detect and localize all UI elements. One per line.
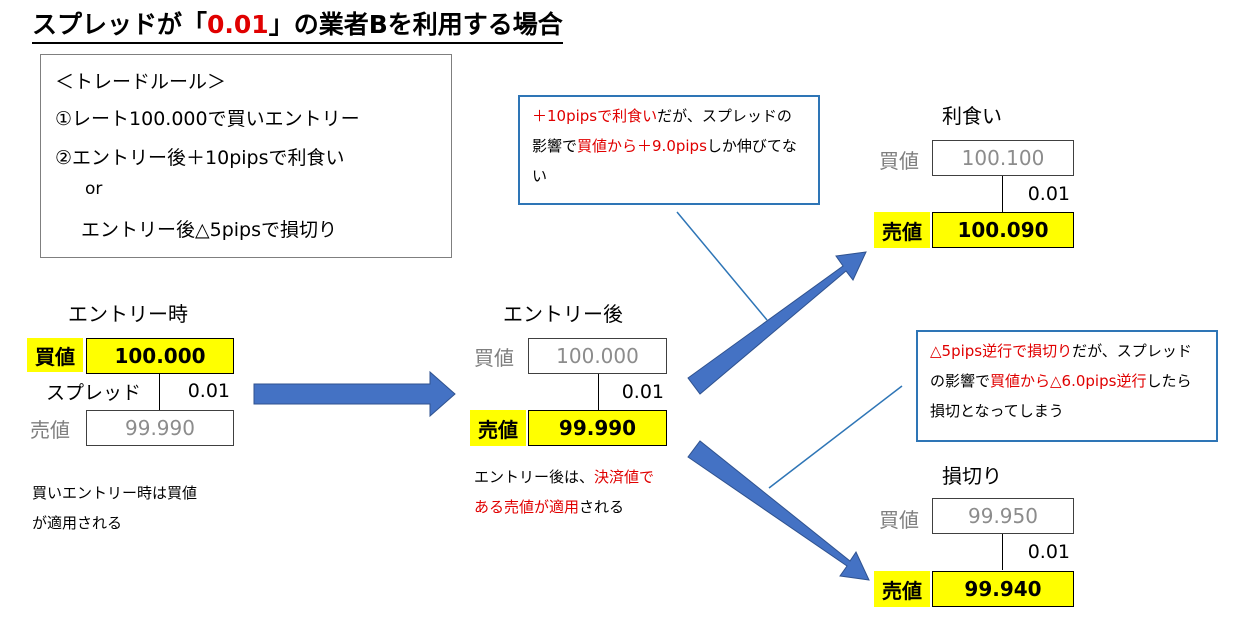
callout-profit-connector <box>676 211 768 321</box>
rule-line-1: ①レート100.000で買いエントリー <box>55 108 360 130</box>
after-buy-value: 100.000 <box>528 338 667 374</box>
after-note: エントリー後は、決済値である売値が適用される <box>474 468 655 516</box>
arrow-to-loss <box>687 440 870 581</box>
profit-buy-label: 買値 <box>879 149 919 173</box>
arrow-to-profit <box>687 251 867 395</box>
after-spread-line <box>598 374 599 410</box>
loss-title: 損切り <box>942 464 1002 488</box>
entry-sell-value: 99.990 <box>86 410 234 446</box>
loss-sell-value: 99.940 <box>932 571 1074 607</box>
trade-rules-box: ＜トレードルール＞ ①レート100.000で買いエントリー ②エントリー後＋10… <box>40 54 452 258</box>
entry-spread-label: スプレッド <box>46 382 142 404</box>
profit-sell-label: 売値 <box>874 212 930 248</box>
callout-loss: △5pips逆行で損切りだが、スプレッドの影響で買値から△6.0pips逆行した… <box>916 330 1218 442</box>
arrow-entry-to-after <box>253 370 456 418</box>
loss-buy-label: 買値 <box>879 508 919 532</box>
loss-spread-value: 0.01 <box>1027 541 1070 563</box>
page-title: スプレッドが「0.01」の業者Bを利用する場合 <box>32 8 563 44</box>
entry-spread-line <box>159 374 160 410</box>
after-title: エントリー後 <box>503 302 623 326</box>
callout-loss-connector <box>768 385 903 489</box>
callout-profit: ＋10pipsで利食いだが、スプレッドの影響で買値から＋9.0pipsしか伸びて… <box>518 95 820 205</box>
rule-line-2: ②エントリー後＋10pipsで利食い <box>55 147 345 169</box>
entry-title: エントリー時 <box>68 302 188 326</box>
entry-note: 買いエントリー時は買値が適用される <box>32 484 198 532</box>
rules-heading: ＜トレードルール＞ <box>55 71 227 93</box>
profit-buy-value: 100.100 <box>932 140 1074 176</box>
loss-sell-label: 売値 <box>874 571 930 607</box>
after-buy-label: 買値 <box>474 346 514 370</box>
loss-spread-line <box>1002 534 1003 570</box>
profit-sell-value: 100.090 <box>932 212 1074 248</box>
entry-spread-value: 0.01 <box>187 380 230 402</box>
profit-title: 利食い <box>942 104 1002 128</box>
rule-line-3: エントリー後△5pipsで損切り <box>81 219 337 241</box>
after-sell-value: 99.990 <box>528 410 667 446</box>
entry-buy-value: 100.000 <box>86 338 234 374</box>
title-highlight: 0.01 <box>207 10 269 39</box>
loss-buy-value: 99.950 <box>932 498 1074 534</box>
after-spread-value: 0.01 <box>621 381 664 403</box>
after-sell-label: 売値 <box>470 410 526 446</box>
profit-spread-value: 0.01 <box>1027 183 1070 205</box>
entry-sell-label: 売値 <box>30 418 70 442</box>
rule-or: or <box>85 179 103 199</box>
profit-spread-line <box>1002 176 1003 212</box>
entry-buy-label: 買値 <box>27 338 83 372</box>
